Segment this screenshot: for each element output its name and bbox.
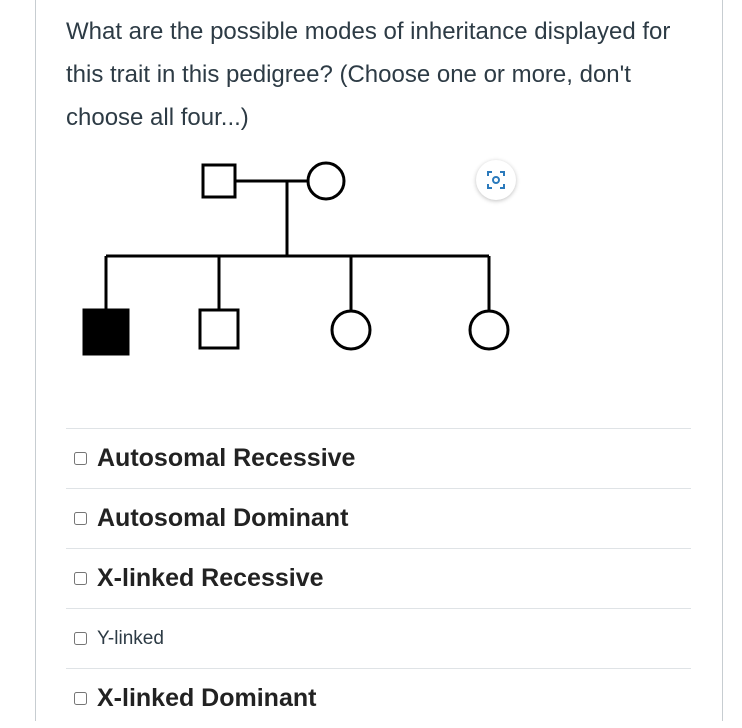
father-unaffected-square bbox=[201, 163, 237, 199]
mother-unaffected-circle bbox=[306, 161, 346, 201]
answer-label: Autosomal Recessive bbox=[97, 444, 356, 472]
answer-option[interactable]: X-linked Dominant bbox=[66, 668, 691, 728]
answer-option[interactable]: Y-linked bbox=[66, 608, 691, 668]
answer-checkbox[interactable] bbox=[74, 572, 87, 585]
answer-checkbox[interactable] bbox=[74, 692, 87, 705]
answer-label: X-linked Dominant bbox=[97, 684, 317, 712]
answer-option[interactable]: X-linked Recessive bbox=[66, 548, 691, 608]
scan-image-button[interactable] bbox=[476, 160, 516, 200]
answer-label: Y-linked bbox=[97, 627, 164, 649]
quiz-question-card: What are the possible modes of inheritan… bbox=[35, 0, 723, 721]
answer-checkbox[interactable] bbox=[74, 452, 87, 465]
son-unaffected-square bbox=[198, 308, 240, 350]
answer-list: Autosomal Recessive Autosomal Dominant X… bbox=[66, 428, 691, 728]
answer-label: Autosomal Dominant bbox=[97, 504, 349, 532]
answer-checkbox[interactable] bbox=[74, 512, 87, 525]
answer-option[interactable]: Autosomal Recessive bbox=[66, 428, 691, 488]
daughter-unaffected-circle-1 bbox=[330, 309, 372, 351]
scan-image-icon bbox=[487, 171, 505, 189]
son-affected-square bbox=[82, 308, 130, 356]
answer-option[interactable]: Autosomal Dominant bbox=[66, 488, 691, 548]
answer-checkbox[interactable] bbox=[74, 632, 87, 645]
pedigree-diagram bbox=[82, 161, 510, 356]
daughter-unaffected-circle-2 bbox=[468, 309, 510, 351]
question-text: What are the possible modes of inheritan… bbox=[66, 18, 671, 131]
answer-label: X-linked Recessive bbox=[97, 564, 324, 592]
